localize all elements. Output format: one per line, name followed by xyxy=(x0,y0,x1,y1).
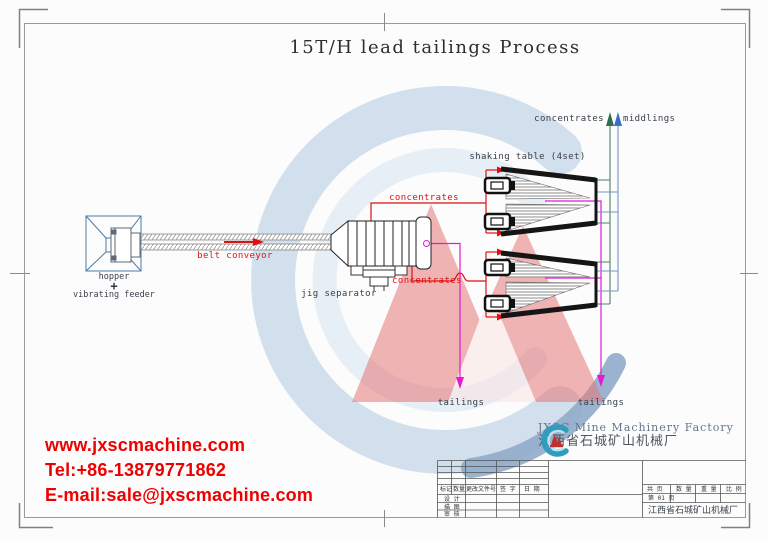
jig-underframe xyxy=(350,265,408,291)
shaking-table-group-2 xyxy=(483,250,598,319)
page-title: 15T/H lead tailings Process xyxy=(289,37,581,58)
tb-weight: 重 量 xyxy=(701,486,717,493)
tailings-lines xyxy=(429,200,602,377)
table-motor xyxy=(483,212,515,231)
tailings-label-2: tailings xyxy=(577,398,625,408)
tb-page-no: 第 01 页 xyxy=(648,495,675,502)
plus-sign: + xyxy=(110,279,118,293)
middlings-column xyxy=(596,122,619,292)
tb-header-changefile: 更改文件号 xyxy=(466,486,497,493)
tailings-arrows xyxy=(456,375,605,389)
logo-mountain-icon xyxy=(550,434,563,448)
company-logo-block: JXSC Mine Machinery Factory 江西省石城矿山机械厂 xyxy=(538,421,734,457)
tb-header-sign: 签 字 xyxy=(500,486,516,493)
tb-header-qty: 数量 xyxy=(453,486,466,493)
concentrates-label-2: concentrates xyxy=(392,276,462,286)
company-names: JXSC Mine Machinery Factory 江西省石城矿山机械厂 xyxy=(538,421,734,450)
corner-trim-marks xyxy=(18,8,751,529)
tailings-arrow-2 xyxy=(597,375,605,387)
feeder-label: vibrating feeder xyxy=(73,290,155,300)
belt-flow-arrow xyxy=(224,238,264,246)
tb-header-date: 日 期 xyxy=(524,486,540,493)
middlings-column-label: middlings xyxy=(623,114,676,124)
concentrates-column-label: concentrates xyxy=(534,114,604,124)
drawing-frame xyxy=(10,8,758,529)
vibrating-feeder xyxy=(110,227,141,263)
tb-scale: 比 例 xyxy=(726,486,742,493)
belt-conveyor xyxy=(140,233,332,251)
jig-separator-label: jig separator xyxy=(301,289,377,299)
jig-separator xyxy=(330,216,432,291)
jig-discharge-port xyxy=(423,240,430,247)
contact-website: www.jxscmachine.com xyxy=(45,435,246,455)
table-motor xyxy=(483,294,515,313)
tailings-line-2 xyxy=(545,200,602,375)
table-motor xyxy=(483,258,515,277)
watermark-crescent-inner xyxy=(312,148,547,412)
centering-ticks xyxy=(10,13,758,527)
middlings-up-arrow xyxy=(614,112,622,126)
contact-info: www.jxscmachine.com Tel:+86-13879771862 … xyxy=(45,433,313,508)
tb-factory-name: 江西省石城矿山机械厂 xyxy=(648,506,739,516)
tailings-line-1 xyxy=(429,242,461,377)
concentrates-up-arrow xyxy=(606,112,614,126)
tailings-label-1: tailings xyxy=(437,398,485,408)
tb-row-design: 设 计 xyxy=(444,496,460,503)
watermark-swoosh xyxy=(461,353,626,478)
tb-qty: 数 量 xyxy=(676,486,692,493)
tailings-arrow-1 xyxy=(456,377,464,389)
tb-pages-total: 共 页 xyxy=(647,486,663,493)
concentrates-column xyxy=(596,122,611,305)
contact-email: E-mail:sale@jxscmachine.com xyxy=(45,485,314,505)
concentrates-label-1: concentrates xyxy=(389,193,459,203)
contact-tel: Tel:+86-13879771862 xyxy=(45,460,227,480)
tb-header-mark: 标记 xyxy=(440,486,453,493)
title-block-grid xyxy=(437,460,746,518)
tb-row-check: 审 核 xyxy=(444,511,460,518)
company-name-en: JXSC Mine Machinery Factory xyxy=(538,421,734,434)
hopper-caption: hopper + vibrating feeder xyxy=(69,273,159,300)
belt-conveyor-label: belt conveyor xyxy=(197,251,273,261)
shaking-table-group-1 xyxy=(483,166,598,237)
shaking-table-label: shaking table (4set) xyxy=(469,152,586,162)
company-name-cn: 江西省石城矿山机械厂 xyxy=(538,434,679,449)
watermark-crescent-outer xyxy=(251,86,582,474)
hopper-label: hopper xyxy=(98,272,130,282)
tb-row-trace: 描 图 xyxy=(444,503,460,511)
table-motor xyxy=(483,176,515,195)
company-logo-icon xyxy=(541,424,569,457)
